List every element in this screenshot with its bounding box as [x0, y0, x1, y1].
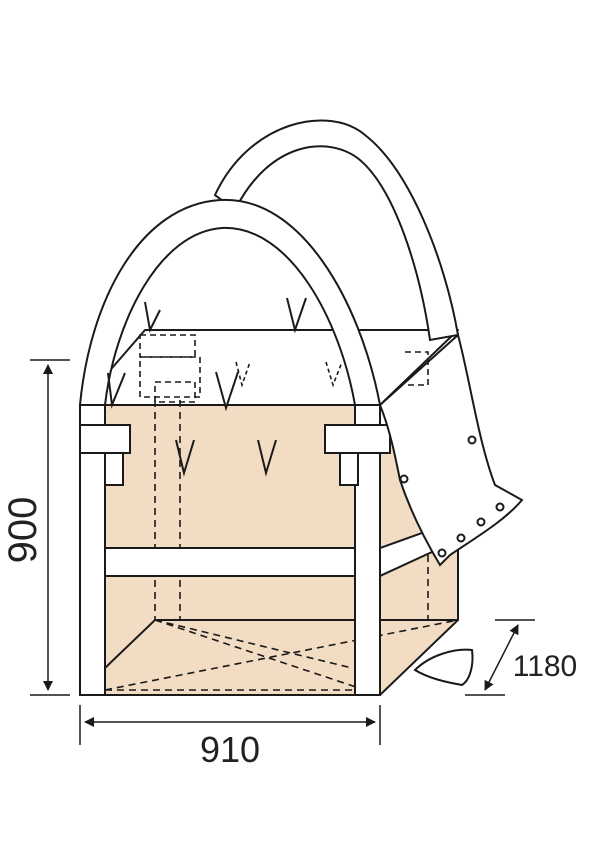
v-stitch: [107, 372, 126, 409]
v-stitches: [107, 297, 307, 477]
top-flap: [378, 333, 524, 567]
hidden-top-features: [139, 334, 429, 403]
v-stitches-hidden: [235, 361, 343, 388]
right-loop-tail: [339, 452, 359, 486]
v-stitch: [215, 371, 239, 412]
flap-eyelet: [399, 474, 409, 484]
depth-label: 1180: [513, 650, 578, 683]
left-loop-tail: [104, 452, 124, 486]
flap-eyelet: [467, 435, 477, 445]
left-strap-loop: [79, 424, 131, 454]
width-label: 910: [200, 729, 260, 770]
flap-eyelet: [456, 533, 466, 543]
depth-dimension-line: [484, 624, 519, 691]
dimension-lines: [30, 359, 535, 745]
flap-eyelet: [476, 517, 486, 527]
discharge-flap: [378, 333, 524, 687]
v-stitch: [175, 439, 195, 477]
v-stitch: [144, 301, 161, 334]
bottom-spout: [413, 648, 474, 687]
right-strap-loop: [324, 424, 391, 454]
flap-eyelet: [437, 548, 447, 558]
bag-floor-hidden-lines: [104, 400, 459, 696]
front-straps: [79, 404, 459, 696]
v-stitch: [257, 439, 277, 477]
flap-eyelet: [495, 502, 505, 512]
bag-inner-back: [118, 405, 352, 645]
horizontal-belt: [104, 547, 356, 577]
height-label: 900: [1, 497, 45, 564]
v-stitch: [286, 297, 307, 334]
